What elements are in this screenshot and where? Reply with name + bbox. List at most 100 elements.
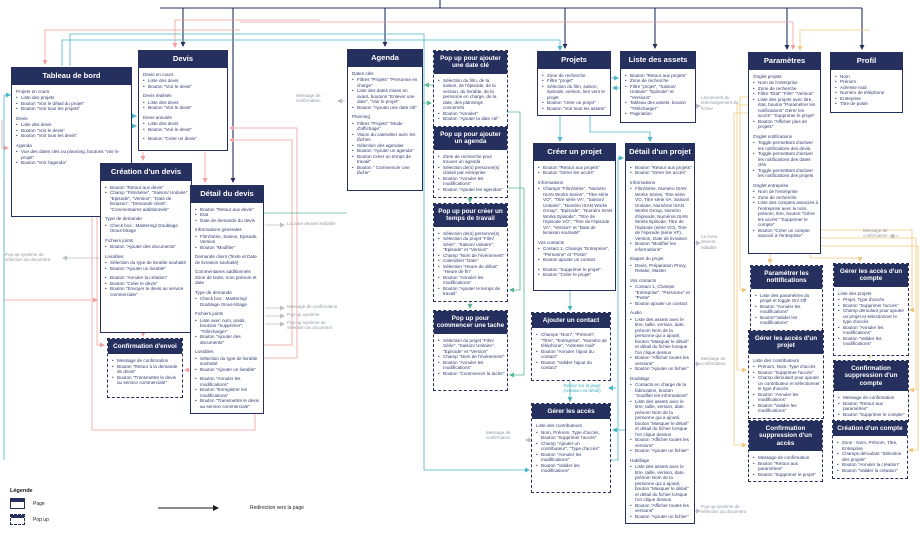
node-item: Bouton "Ajouter un fichier" bbox=[630, 366, 692, 372]
node-title: Gérer les accès bbox=[532, 404, 610, 420]
node-item: Bouton "Ajouter un livrable" bbox=[105, 266, 189, 272]
diagram-node-profil[interactable]: ProfilNomPrénomAdresse mailNuméro de tél… bbox=[830, 52, 903, 113]
node-item: Message de confirmation bbox=[753, 455, 820, 461]
node-item: Bouton "Voir le devis" bbox=[143, 84, 225, 90]
node-item: Champ déroulant pour ajouter un contribu… bbox=[753, 375, 821, 392]
diagram-node-detail-devis[interactable]: Détail du devisBouton "Retour aux devis"… bbox=[190, 185, 264, 415]
node-item: Champ "Film/série", "Saison/ Unitaire", … bbox=[105, 190, 189, 212]
annotation-note: Message de confirmation bbox=[701, 356, 726, 367]
node-item: Bouton "Retour aux projets" bbox=[538, 165, 613, 171]
diagram-node-creer-projet[interactable]: Créer un projetBouton "Retour aux projet… bbox=[533, 143, 616, 291]
node-item: Bouton "Ajouter un livrable" bbox=[195, 367, 261, 373]
node-item: Bouton "Transmettre le devis au service … bbox=[112, 375, 180, 386]
node-item: Prénom bbox=[835, 79, 900, 85]
node-item: Bouton "Supprimer le compte" bbox=[838, 412, 906, 418]
node-item: Bouton "Annuler les modifications" bbox=[438, 275, 505, 286]
node-item: Liste des assets avec le titre, taille, … bbox=[630, 399, 692, 438]
node-item: Sélection de(s) personne(s) classé par e… bbox=[438, 165, 505, 176]
section-heading: Livrables bbox=[105, 253, 124, 259]
diagram-node-ajouter-contact[interactable]: Ajouter un contactChamps "Nom", "Prénom"… bbox=[531, 312, 611, 381]
node-item: Bouton "Afficher toutes les versions" bbox=[630, 503, 692, 514]
diagram-node-popup-temps-travail[interactable]: Pop up pour créer un temps de travailSél… bbox=[433, 203, 508, 302]
node-title: Profil bbox=[831, 53, 902, 70]
node-body: Message de confirmationBouton "Retour à … bbox=[108, 354, 182, 390]
node-item: Bouton "créer un projet" bbox=[542, 100, 608, 106]
connectors-annotation-arrows bbox=[62, 98, 899, 514]
node-item: Bouton "Voir tous les assets" bbox=[542, 106, 608, 112]
node-title: Projets bbox=[538, 52, 610, 69]
diagram-node-confirmation-suppression-acces[interactable]: Confirmation suppression d'un accèsMessa… bbox=[748, 420, 823, 483]
node-item: Zone de recherche bbox=[542, 73, 608, 79]
node-body: Bouton "Retour aux projets"Zone de reche… bbox=[621, 69, 695, 121]
node-title: Pop up pour créer un temps de travail bbox=[434, 204, 507, 227]
diagram-node-parametrer-notifications[interactable]: Paramétrer les nottificationsListe des p… bbox=[750, 265, 823, 331]
node-title: Création d'un compte bbox=[833, 421, 907, 437]
node-item: Sélection des agendas bbox=[352, 143, 420, 149]
node-item: Sélection du type de livrable souhaité bbox=[195, 356, 261, 367]
node-item: Bouton "Voir le devis" bbox=[143, 127, 225, 133]
node-title: Paramétrer les nottifications bbox=[751, 266, 822, 289]
section-heading: Devis réalisés bbox=[143, 93, 172, 99]
node-item: Bouton "Retour aux devis" bbox=[105, 185, 189, 191]
annotation-note: Message de confirmation bbox=[287, 304, 338, 309]
node-item: Bouton "Gérer les accès" bbox=[630, 170, 692, 176]
node-item: Bouton "Voir l'agenda" bbox=[16, 160, 129, 166]
redirect-arrow-icon bbox=[158, 505, 219, 511]
legend-arrow: Redirection vers la page bbox=[158, 504, 304, 512]
node-item: Champs "Film/Série", "Numéro ISAN Works … bbox=[538, 186, 613, 236]
section-heading: Onglet projets bbox=[753, 73, 782, 79]
node-body: Devis en coursListe des devisBouton "Voi… bbox=[139, 68, 227, 146]
legend-label-redirect: Redirection vers la page bbox=[250, 505, 304, 511]
diagram-node-confirmation-suppression-compte[interactable]: Confirmation suppression d'un compteMess… bbox=[833, 360, 909, 423]
section-heading: Devis bbox=[16, 115, 28, 121]
diagram-node-liste-assets[interactable]: Liste des assetsBouton "Retour aux proje… bbox=[620, 51, 696, 123]
node-item: Nom de l'entreprise bbox=[753, 80, 818, 86]
legend-row-page: Page bbox=[10, 498, 49, 509]
node-item: Date de demande du devis bbox=[195, 218, 261, 224]
node-title: Création d'un devis bbox=[101, 164, 191, 181]
diagram-node-popup-agenda[interactable]: Pop up pour ajouter un agendaZone de rec… bbox=[433, 126, 508, 198]
node-item: Sélection du type de livrable souhaité bbox=[105, 260, 189, 266]
connectors-navy bbox=[160, 0, 865, 183]
node-item: Bouton "Commencer la tache" bbox=[438, 371, 505, 377]
diagram-node-creation-compte[interactable]: Création d'un compteZone : Nom, Prénom, … bbox=[832, 420, 908, 479]
section-heading: Informations générales bbox=[195, 227, 242, 233]
node-item: Filtre "projet", "Saison/ Unitaire" "Epi… bbox=[625, 84, 693, 101]
annotation-note: Message de confirmation bbox=[863, 228, 888, 239]
node-item: Bouton "Annuler l'ajout du contact" bbox=[536, 349, 608, 360]
node-item: Bouton "Gérer les accès" bbox=[538, 170, 613, 176]
node-item: Champ "Nom de l'événement" bbox=[438, 253, 505, 259]
node-title: Confirmation suppression d'un compte bbox=[834, 361, 908, 392]
node-body: Liste des paramètres du projet et toggle… bbox=[751, 289, 822, 330]
node-item: Bouton "Ajouter une date clé" bbox=[352, 105, 420, 111]
annotation-note: La zone devient éditable bbox=[287, 221, 336, 226]
node-item: Zone de recherche pour trouver un agenda bbox=[438, 154, 505, 165]
diagram-node-detail-projet[interactable]: Détail d'un projetBouton "Retour aux pro… bbox=[625, 143, 695, 525]
node-item: Bouton "Supprimer l'accès" bbox=[753, 370, 821, 376]
diagram-node-popup-date-cle[interactable]: Pop up pour ajouter une date cléSélectio… bbox=[433, 50, 508, 127]
node-item: Bouton "Ajouter le temps de travail" bbox=[438, 286, 505, 297]
diagram-node-creation-devis[interactable]: Création d'un devisBouton "Retour aux de… bbox=[100, 163, 192, 333]
node-item: Zone de recherche bbox=[625, 78, 693, 84]
node-item: Bouton "Annuler les modifications" bbox=[753, 392, 821, 403]
section-heading: Habillage bbox=[630, 457, 650, 463]
node-body: Bouton "Retour aux projets"Bouton "Gérer… bbox=[534, 161, 615, 282]
node-item: Champ "Ajouter un contributeur", "Type d… bbox=[536, 441, 608, 452]
diagram-node-popup-tache[interactable]: Pop up pour commencer une tacheSélection… bbox=[433, 310, 508, 391]
node-item: Bouton "Ajouter les agendas" bbox=[438, 187, 505, 193]
node-item: Liste des devis bbox=[143, 121, 225, 127]
node-item: Bouton "Valider les modifications" bbox=[753, 403, 821, 414]
node-item: Bouton "Valider la création" bbox=[837, 468, 905, 474]
node-item: Bouton "Afficher toutes les versions" bbox=[630, 355, 692, 366]
node-item: Projet, Type d'accès bbox=[838, 297, 906, 303]
section-heading: Projets en cours bbox=[16, 88, 50, 94]
diagram-node-confirmation-envoi[interactable]: Confirmation d'envoiMessage de confirmat… bbox=[107, 338, 183, 398]
diagram-node-projets[interactable]: ProjetsZone de rechercheFiltre "projet"S… bbox=[537, 51, 611, 117]
node-item: Bouton " Commencer une tâche" bbox=[352, 165, 420, 176]
